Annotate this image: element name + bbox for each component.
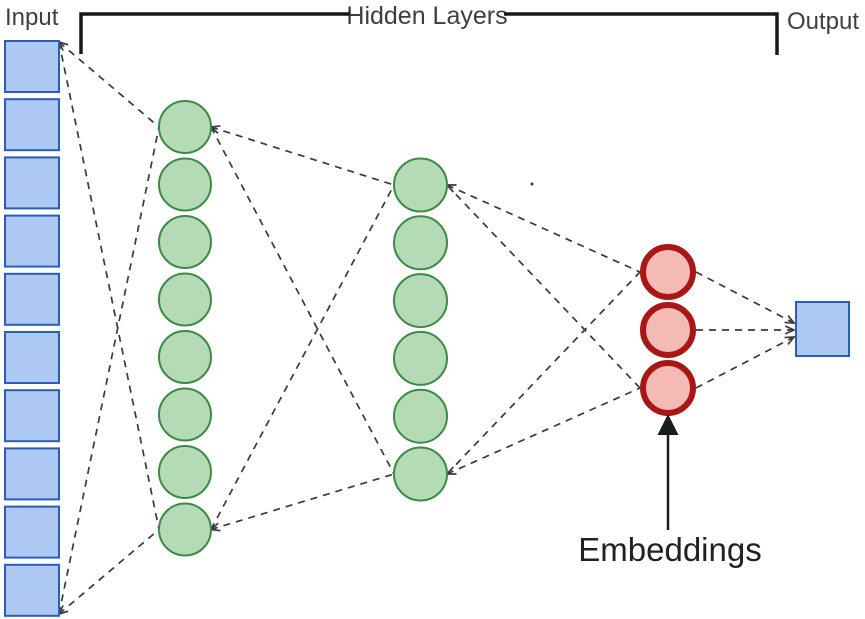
embedding-node <box>640 302 696 358</box>
input-node <box>4 40 60 93</box>
embedding-node <box>640 244 696 300</box>
hidden1-node <box>158 445 212 499</box>
embeddings-label: Embeddings <box>578 531 761 568</box>
hidden-layers-bracket-left <box>79 12 350 54</box>
hidden1-node <box>158 502 212 557</box>
input-node <box>4 156 60 210</box>
connection-line <box>58 41 160 128</box>
hidden-layers-label: Hidden Layers <box>346 2 507 30</box>
input-node <box>4 272 60 326</box>
input-node <box>4 447 60 501</box>
connection-arrowhead-icon <box>784 315 796 324</box>
output-node <box>795 301 850 357</box>
hidden2-node <box>393 273 448 329</box>
hidden1-node <box>158 157 212 212</box>
hidden2-node <box>393 446 448 502</box>
connection-arrowhead-icon <box>445 466 457 475</box>
input-node <box>4 98 60 152</box>
connection-line <box>210 126 395 186</box>
embedding-node <box>640 360 696 416</box>
input-node <box>4 563 60 617</box>
input-node <box>4 505 60 559</box>
connection-arrowhead-icon <box>784 325 797 335</box>
connection-line <box>695 336 795 389</box>
input-label: Input <box>5 4 59 31</box>
connection-line <box>446 184 641 273</box>
hidden1-node <box>158 272 212 327</box>
hidden1-node <box>158 100 212 154</box>
hidden2-node <box>393 330 448 386</box>
output-label: Output <box>787 8 859 35</box>
hidden1-node <box>158 215 212 269</box>
embeddings-callout-arrowhead-icon <box>657 414 679 435</box>
input-node <box>4 331 60 384</box>
hidden2-node <box>393 388 448 444</box>
connection-line <box>695 271 795 324</box>
input-node <box>4 389 60 443</box>
connection-line <box>58 126 160 615</box>
hidden2-node <box>393 157 448 213</box>
connection-line <box>446 184 641 389</box>
connection-line <box>58 528 160 615</box>
connection-line <box>210 126 395 475</box>
input-node <box>4 214 60 268</box>
stray-dot <box>530 182 534 186</box>
connection-line <box>446 387 641 475</box>
hidden1-node <box>158 330 212 384</box>
hidden-layers-bracket-right <box>504 12 779 55</box>
connection-line <box>58 41 160 530</box>
connection-arrowhead-icon <box>784 336 796 345</box>
connection-line <box>446 271 641 475</box>
connection-line <box>210 473 395 531</box>
hidden2-node <box>393 215 448 271</box>
connection-line <box>210 184 395 530</box>
hidden1-node <box>158 387 212 442</box>
